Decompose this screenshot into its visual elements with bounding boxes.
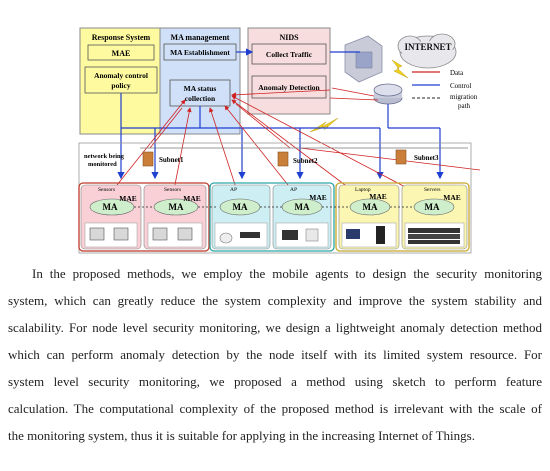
node4-label: AP xyxy=(290,187,297,193)
node6-mae: MAE xyxy=(443,193,461,202)
node2-mae: MAE xyxy=(183,194,201,203)
anomaly-policy-line2: policy xyxy=(111,81,130,90)
paragraph-line: In the proposed methods, we employ the m… xyxy=(32,266,542,281)
paragraph-line: system, which can greatly reduce the sys… xyxy=(8,293,542,308)
paragraph-line: calculation. The computational complexit… xyxy=(8,401,542,416)
node4-ma: MA xyxy=(295,202,310,212)
node5-ma: MA xyxy=(363,202,378,212)
architecture-figure: Response System MAE Anomaly control poli… xyxy=(78,27,481,254)
node5-mae: MAE xyxy=(369,192,387,201)
subnet-3: Subnet3 xyxy=(395,149,439,165)
internet-cloud-icon: INTERNET xyxy=(397,33,457,69)
node-5: Laptop MA MAE xyxy=(338,184,400,250)
response-system-title: Response System xyxy=(92,33,151,42)
subnet1-frame xyxy=(78,182,210,252)
lightning-icon xyxy=(391,59,409,79)
legend-control: Control xyxy=(450,82,471,90)
node1-ma: MA xyxy=(103,202,118,212)
node-2: Sensors MA MAE xyxy=(143,184,207,250)
network-monitored-line2: monitored xyxy=(88,161,117,168)
node1-label: Sensors xyxy=(98,187,115,193)
response-mae-label: MAE xyxy=(112,49,131,58)
paragraph-line: which can perform anomaly detection by t… xyxy=(8,347,542,362)
paragraph-line: scalability. For node level security mon… xyxy=(8,320,542,335)
network-monitored-line1: network being xyxy=(84,153,125,160)
subnet2-label: Subnet2 xyxy=(293,157,318,165)
node2-ma: MA xyxy=(169,202,184,212)
node-6: Servers MA MAE xyxy=(401,184,468,250)
anomaly-policy-line1: Anomaly control xyxy=(94,71,148,80)
legend-migration-line1: migration xyxy=(450,93,478,101)
subnet1-label: Subnet1 xyxy=(159,156,184,164)
node-4: AP MA MAE xyxy=(272,184,332,250)
lightning-icon-2 xyxy=(309,117,339,133)
node5-label: Laptop xyxy=(355,187,371,193)
ma-establishment-label: MA Establishment xyxy=(170,48,230,57)
node-1: Sensors MA MAE xyxy=(80,184,142,250)
node6-ma: MA xyxy=(425,202,440,212)
ma-status-line1: MA status xyxy=(184,84,217,93)
subnet3-frame xyxy=(335,182,470,252)
paragraph-line: the monitoring system, thus it is suitab… xyxy=(8,428,475,443)
nids-panel: NIDS Collect Traffic Anomaly Detection xyxy=(247,27,331,115)
subnet3-label: Subnet3 xyxy=(414,154,439,162)
response-system-panel: Response System MAE Anomaly control poli… xyxy=(79,27,164,135)
collect-traffic-label: Collect Traffic xyxy=(266,50,313,59)
node3-label: AP xyxy=(230,187,237,193)
subnet-2: Subnet2 xyxy=(277,151,318,167)
paragraph-line: system level security monitoring, we pro… xyxy=(8,374,542,389)
control-lines xyxy=(117,48,444,180)
legend-migration-line2: path xyxy=(458,102,471,110)
node-3: AP MA xyxy=(211,184,271,250)
anomaly-detection-label: Anomaly Detection xyxy=(258,83,320,92)
firewall-icon xyxy=(344,35,383,83)
router-icon xyxy=(373,83,403,105)
nids-title: NIDS xyxy=(279,33,299,42)
ma-management-title: MA management xyxy=(171,33,230,42)
ma-status-line2: collection xyxy=(185,94,216,103)
legend-data: Data xyxy=(450,69,464,77)
legend: Data Control migration path xyxy=(412,69,478,110)
node4-mae: MAE xyxy=(309,193,327,202)
internet-label: INTERNET xyxy=(404,42,451,52)
node3-ma: MA xyxy=(233,202,248,212)
subnet-1: Subnet1 xyxy=(142,151,184,167)
node6-label: Servers xyxy=(424,187,441,193)
node2-label: Sensors xyxy=(164,187,181,193)
svg-text:......: ...... xyxy=(297,135,303,140)
subnet2-frame xyxy=(209,182,335,252)
node1-mae: MAE xyxy=(119,194,137,203)
body-paragraph: In the proposed methods, we employ the m… xyxy=(8,260,542,449)
